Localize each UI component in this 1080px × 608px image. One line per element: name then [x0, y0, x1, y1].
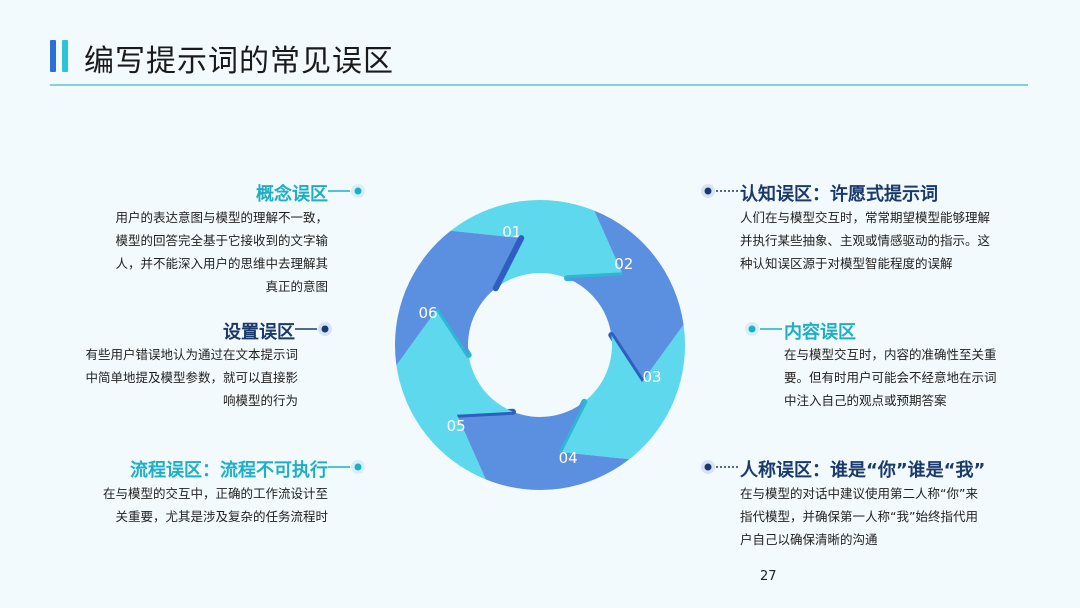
- cognitive-connector: [701, 184, 740, 198]
- cycle-segment-shadow: [608, 332, 645, 386]
- content-line: 在与模型交互时，内容的准确性至关重: [784, 347, 997, 362]
- person-line: 户自己以确保清晰的沟通: [740, 532, 878, 547]
- process-line: 在与模型的交互中，正确的工作流设计至: [102, 486, 328, 501]
- concept-line: 真正的意图: [265, 279, 328, 294]
- cycle-segment-number: 03: [642, 368, 661, 386]
- cycle-segment-number: 04: [559, 449, 578, 467]
- cycle-segment-shape: [394, 230, 522, 366]
- concept-line: 用户的表达意图与模型的理解不一致，: [115, 210, 328, 225]
- person-description: 在与模型的对话中建议使用第二人称“你”来 指代模型，并确保第一人称“我”始终指代…: [740, 482, 1040, 551]
- cognitive-line: 并执行某些抽象、主观或情感驱动的指示。这: [740, 233, 991, 248]
- content-connector: [745, 322, 782, 336]
- cycle-segment-06: 06: [394, 230, 525, 366]
- cycle-segment-number: 01: [502, 223, 521, 241]
- slide-title: 编写提示词的常见误区: [84, 44, 394, 79]
- cycle-segment-02: 02: [567, 210, 684, 386]
- cycle-segment-shape: [558, 324, 686, 460]
- settings-connector: [295, 322, 332, 336]
- cycle-segment-shape: [450, 200, 624, 289]
- cognitive-line: 人们在与模型交互时，常常期望模型能够理解: [740, 210, 991, 225]
- person-title: 人称误区：谁是“你”谁是“我”: [740, 460, 986, 481]
- cycle-segment-number: 05: [447, 417, 466, 435]
- title-divider: [50, 84, 1028, 86]
- process-description: 在与模型的交互中，正确的工作流设计至 关重要，尤其是涉及复杂的任务流程时: [58, 482, 328, 528]
- settings-description: 有些用户错误地认为通过在文本提示词 中简单地提及模型参数，就可以直接影 响模型的…: [38, 343, 298, 412]
- cognitive-title: 认知误区：许愿式提示词: [740, 184, 938, 205]
- cycle-segment-shadow: [492, 235, 525, 292]
- content-line: 要。但有时用户可能会不经意地在示词: [784, 370, 997, 385]
- concept-line: 模型的回答完全基于它接收到的文字输: [115, 233, 328, 248]
- concept-line: 人，并不能深入用户的思维中去理解其: [115, 256, 328, 271]
- person-line: 指代模型，并确保第一人称“我”始终指代用: [740, 509, 978, 524]
- cognitive-line: 种认知误区源于对模型智能程度的误解: [740, 256, 953, 271]
- process-line: 关重要，尤其是涉及复杂的任务流程时: [115, 509, 328, 524]
- content-line: 中注入自己的观点或预期答案: [784, 393, 947, 408]
- cognitive-description: 人们在与模型交互时，常常期望模型能够理解 并执行某些抽象、主观或情感驱动的指示。…: [740, 206, 1040, 275]
- cycle-segment-number: 06: [418, 304, 437, 322]
- process-title: 流程误区：流程不可执行: [130, 460, 328, 481]
- cycle-segment-shape: [567, 210, 684, 383]
- concept-description: 用户的表达意图与模型的理解不一致， 模型的回答完全基于它接收到的文字输 人，并不…: [68, 206, 328, 298]
- concept-title: 概念误区: [256, 184, 328, 205]
- content-description: 在与模型交互时，内容的准确性至关重 要。但有时用户可能会不经意地在示词 中注入自…: [784, 343, 1044, 412]
- person-connector: [701, 460, 740, 474]
- person-line: 在与模型的对话中建议使用第二人称“你”来: [740, 486, 978, 501]
- settings-line: 响模型的行为: [222, 393, 298, 408]
- settings-line: 有些用户错误地认为通过在文本提示词: [85, 347, 298, 362]
- page-number: 27: [760, 569, 777, 584]
- title-accent-bar: [62, 40, 68, 72]
- content-title: 内容误区: [784, 322, 856, 343]
- title-accent-bar: [50, 40, 56, 72]
- settings-title: 设置误区: [223, 322, 295, 343]
- process-connector: [328, 460, 365, 474]
- cycle-segment-number: 02: [614, 255, 633, 273]
- cycle-segment-shape: [396, 307, 513, 480]
- concept-connector: [328, 184, 365, 198]
- settings-line: 中简单地提及模型参数，就可以直接影: [85, 370, 298, 385]
- cycle-segment-shape: [456, 401, 630, 490]
